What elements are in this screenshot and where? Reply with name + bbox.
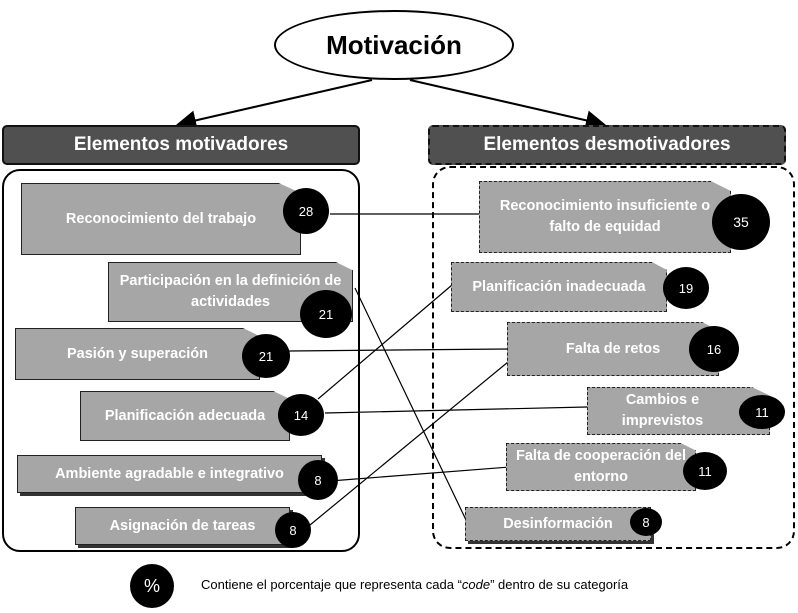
header-desmotivadores: Elementos desmotivadores [428, 125, 786, 165]
panel-desmotivadores [432, 166, 795, 549]
motivador-ambiente: Ambiente agradable e integrativo [17, 455, 322, 493]
desmotivador-retos: Falta de retos [507, 322, 719, 376]
motivador-planificacion: Planificación adecuada [80, 391, 290, 441]
desmotivador-desinformacion: Desinformación [465, 507, 651, 541]
badge-ambiente: 8 [298, 460, 338, 500]
legend-text: Contiene el porcentaje que representa ca… [201, 577, 629, 592]
desmotivador-cooperacion: Falta de cooperación del entorno [506, 443, 696, 491]
badge-participacion: 21 [300, 290, 352, 338]
desmotivador-planificacion: Planificación inadecuada [451, 262, 667, 312]
badge-planificacion: 14 [278, 394, 324, 436]
link-planificacion [317, 284, 453, 400]
badge-desmotivador-retos: 16 [689, 326, 739, 372]
badge-reconocimiento: 28 [283, 188, 329, 234]
badge-desmotivador-desinformacion: 8 [630, 508, 662, 536]
link-planificacion-cambios [324, 406, 588, 414]
motivador-reconocimiento: Reconocimiento del trabajo [21, 183, 301, 255]
link-participacion-desinformacion [354, 287, 468, 523]
link-ambiente-cooperacion [329, 466, 511, 482]
badge-asignacion: 8 [275, 512, 311, 548]
badge-desmotivador-planificacion: 19 [663, 267, 709, 309]
badge-desmotivador-cooperacion: 11 [683, 452, 727, 490]
desmotivador-reconocimiento: Reconocimiento insuficiente o falto de e… [479, 181, 731, 253]
badge-pasion: 21 [242, 334, 290, 378]
motivador-pasion: Pasión y superación [15, 328, 260, 380]
header-motivadores: Elementos motivadores [2, 125, 360, 165]
motivador-asignacion: Asignación de tareas [75, 507, 290, 545]
motivacion-title: Motivación [274, 10, 514, 80]
motivador-participacion: Participación en la definición de activi… [108, 262, 353, 322]
link-pasion-retos [288, 348, 509, 352]
link-asignacion-retos [309, 361, 509, 526]
arrow-to-motivadores [176, 79, 373, 131]
arrow-to-desmotivadores [409, 79, 606, 131]
panel-motivadores [2, 169, 360, 552]
badge-desmotivador-cambios: 11 [739, 395, 785, 429]
badge-desmotivador-reconocimiento: 35 [712, 194, 770, 250]
legend-percent-badge: % [130, 564, 174, 608]
